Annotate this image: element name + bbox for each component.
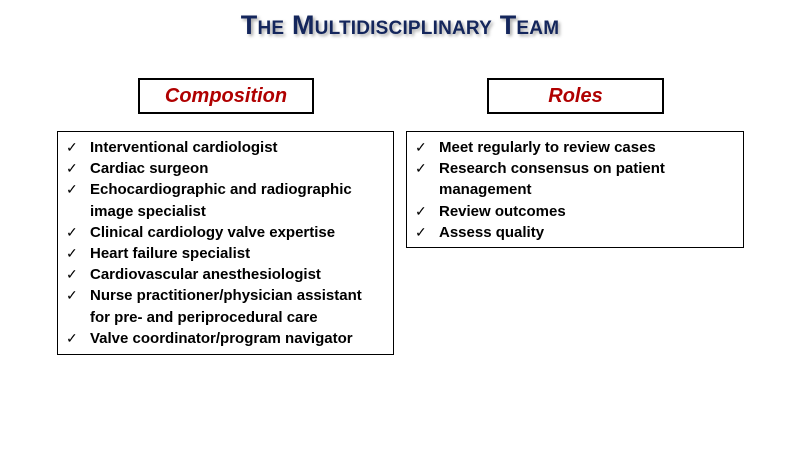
list-item: ✓ Clinical cardiology valve expertise <box>66 222 385 243</box>
checkmark-icon: ✓ <box>66 160 78 177</box>
list-item: ✓ Nurse practitioner/physician assistant … <box>66 285 385 327</box>
list-item-text: Cardiac surgeon <box>90 160 209 178</box>
list-item-text: Meet regularly to review cases <box>439 139 656 156</box>
list-item: ✓ Assess quality <box>415 222 735 243</box>
roles-list-box: ✓ Meet regularly to review cases ✓ Researc… <box>406 131 744 248</box>
checkmark-icon: ✓ <box>66 266 78 283</box>
list-item-text: Review outcomes <box>439 202 566 220</box>
list-item-text: Interventional cardiologist <box>90 139 278 156</box>
roles-header: Roles <box>487 78 664 114</box>
checkmark-icon: ✓ <box>415 160 427 177</box>
checkmark-icon: ✓ <box>66 223 78 240</box>
list-item-text: Heart failure specialist <box>90 245 251 263</box>
checkmark-icon: ✓ <box>415 223 427 240</box>
list-item-text: Assess quality <box>439 223 545 241</box>
checkmark-icon: ✓ <box>66 181 78 198</box>
list-item: ✓ Heart failure specialist <box>66 243 385 264</box>
list-item: ✓ Echocardiographic and radiographic imag… <box>66 179 385 221</box>
composition-header: Composition <box>138 78 314 114</box>
list-item: ✓ Review outcomes <box>415 201 735 222</box>
checkmark-icon: ✓ <box>66 287 78 304</box>
list-item-text: Valve coordinator/program navigator <box>90 329 353 347</box>
list-item: ✓ Cardiovascular anesthesiologist <box>66 264 385 285</box>
list-item-text: Nurse practitioner/physician assistant f… <box>90 287 362 326</box>
list-item-text: Echocardiographic and radiographic image… <box>90 181 352 220</box>
list-item: ✓ Research consensus on patient managemen… <box>415 158 735 200</box>
checkmark-icon: ✓ <box>66 139 78 155</box>
list-item-text: Research consensus on patient management <box>439 160 665 199</box>
list-item: ✓ Meet regularly to review cases <box>415 137 735 158</box>
checkmark-icon: ✓ <box>66 245 78 262</box>
composition-list: ✓ Interventional cardiologist ✓ Cardiac su… <box>66 137 385 349</box>
list-item-text: Cardiovascular anesthesiologist <box>90 266 321 284</box>
slide-title: The Multidisciplinary Team <box>240 10 560 40</box>
list-item: ✓ Valve coordinator/program navigator <box>66 328 385 349</box>
composition-list-box: ✓ Interventional cardiologist ✓ Cardiac su… <box>57 131 394 355</box>
roles-list: ✓ Meet regularly to review cases ✓ Researc… <box>415 137 735 243</box>
list-item: ✓ Cardiac surgeon <box>66 158 385 179</box>
checkmark-icon: ✓ <box>66 329 78 346</box>
checkmark-icon: ✓ <box>415 139 427 155</box>
checkmark-icon: ✓ <box>415 202 427 219</box>
list-item: ✓ Interventional cardiologist <box>66 137 385 158</box>
list-item-text: Clinical cardiology valve expertise <box>90 223 336 241</box>
